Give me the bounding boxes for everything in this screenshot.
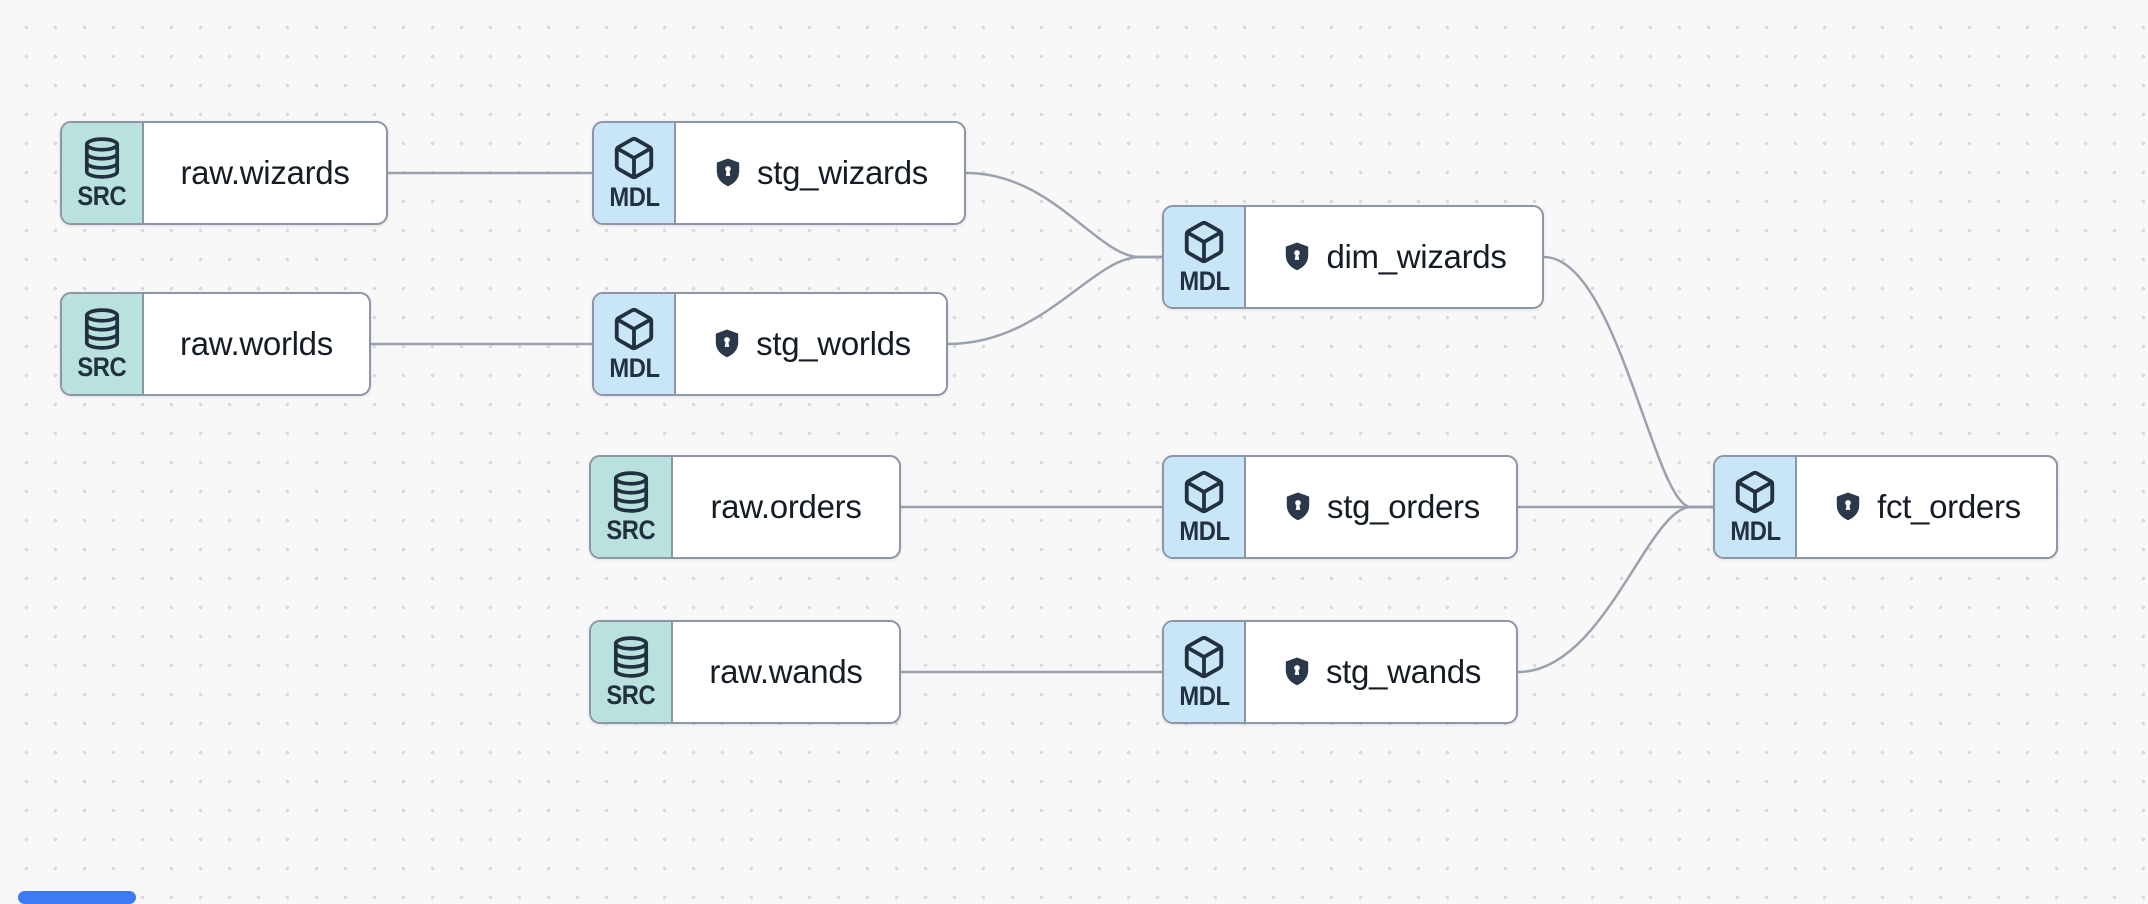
node-label-area: stg_orders: [1246, 457, 1516, 557]
node-name-label: stg_wands: [1325, 653, 1482, 690]
edge-dim_wizards-to-fct_orders: [1542, 255, 1715, 509]
node-type-badge: SRC: [591, 622, 673, 722]
node-type-badge: MDL: [1164, 207, 1246, 307]
lineage-node-raw_worlds[interactable]: SRC raw.worlds: [60, 292, 371, 396]
shield-lock-icon: [1286, 492, 1310, 521]
node-type-badge: MDL: [594, 294, 676, 394]
node-name-label: raw.wands: [709, 653, 863, 690]
edge-stg_wands-to-fct_orders: [1516, 505, 1715, 674]
box-icon: [1184, 470, 1224, 514]
node-type-label: MDL: [1178, 681, 1230, 711]
shield-lock-icon: [715, 329, 739, 358]
node-type-badge: SRC: [62, 123, 144, 223]
node-type-label: MDL: [1729, 516, 1781, 546]
database-icon: [84, 137, 120, 179]
lineage-node-fct_orders[interactable]: MDL fct_orders: [1713, 455, 2058, 559]
box-icon: [1735, 470, 1775, 514]
lineage-node-stg_worlds[interactable]: MDL stg_worlds: [592, 292, 948, 396]
node-name-label: stg_worlds: [756, 325, 911, 362]
node-label-area: raw.wizards: [144, 123, 386, 223]
node-label-area: fct_orders: [1797, 457, 2056, 557]
lineage-node-stg_wands[interactable]: MDL stg_wands: [1162, 620, 1518, 724]
box-icon: [1184, 220, 1224, 264]
node-type-badge: MDL: [1164, 457, 1246, 557]
box-icon: [614, 307, 654, 351]
node-name-label: raw.worlds: [180, 325, 333, 362]
database-icon: [613, 636, 649, 678]
node-label-area: raw.orders: [673, 457, 899, 557]
node-name-label: fct_orders: [1877, 488, 2021, 525]
node-name-label: raw.orders: [710, 488, 862, 525]
lineage-node-stg_wizards[interactable]: MDL stg_wizards: [592, 121, 966, 225]
lineage-node-raw_wizards[interactable]: SRC raw.wizards: [60, 121, 388, 225]
node-name-label: stg_orders: [1327, 488, 1480, 525]
node-type-badge: MDL: [594, 123, 676, 223]
node-name-label: raw.wizards: [180, 154, 350, 191]
lineage-node-stg_orders[interactable]: MDL stg_orders: [1162, 455, 1518, 559]
node-label-area: stg_worlds: [676, 294, 946, 394]
node-label-area: raw.wands: [673, 622, 899, 722]
box-icon: [614, 136, 654, 180]
node-type-label: SRC: [606, 680, 656, 710]
box-icon: [1184, 635, 1224, 679]
node-type-badge: SRC: [62, 294, 144, 394]
lineage-node-raw_wands[interactable]: SRC raw.wands: [589, 620, 901, 724]
node-type-label: MDL: [1178, 516, 1230, 546]
node-type-label: MDL: [608, 353, 660, 383]
node-type-badge: SRC: [591, 457, 673, 557]
edge-stg_worlds-to-dim_wizards: [946, 255, 1164, 346]
node-label-area: dim_wizards: [1246, 207, 1542, 307]
shield-lock-icon: [1285, 657, 1309, 686]
node-type-badge: MDL: [1164, 622, 1246, 722]
shield-lock-icon: [1286, 242, 1309, 271]
node-name-label: dim_wizards: [1326, 238, 1507, 275]
node-type-label: MDL: [608, 182, 660, 212]
node-type-label: SRC: [77, 352, 127, 382]
node-label-area: stg_wizards: [676, 123, 964, 223]
node-type-label: SRC: [606, 515, 656, 545]
lineage-node-raw_orders[interactable]: SRC raw.orders: [589, 455, 901, 559]
node-label-area: raw.worlds: [144, 294, 369, 394]
node-name-label: stg_wizards: [757, 154, 928, 191]
horizontal-scrollbar-thumb[interactable]: [18, 891, 136, 904]
shield-lock-icon: [716, 158, 740, 187]
shield-lock-icon: [1836, 492, 1860, 521]
database-icon: [613, 471, 649, 513]
edge-stg_wizards-to-dim_wizards: [964, 171, 1164, 259]
lineage-node-dim_wizards[interactable]: MDL dim_wizards: [1162, 205, 1544, 309]
node-type-label: SRC: [77, 181, 127, 211]
node-label-area: stg_wands: [1246, 622, 1516, 722]
node-type-label: MDL: [1178, 266, 1230, 296]
node-type-badge: MDL: [1715, 457, 1797, 557]
database-icon: [84, 308, 120, 350]
